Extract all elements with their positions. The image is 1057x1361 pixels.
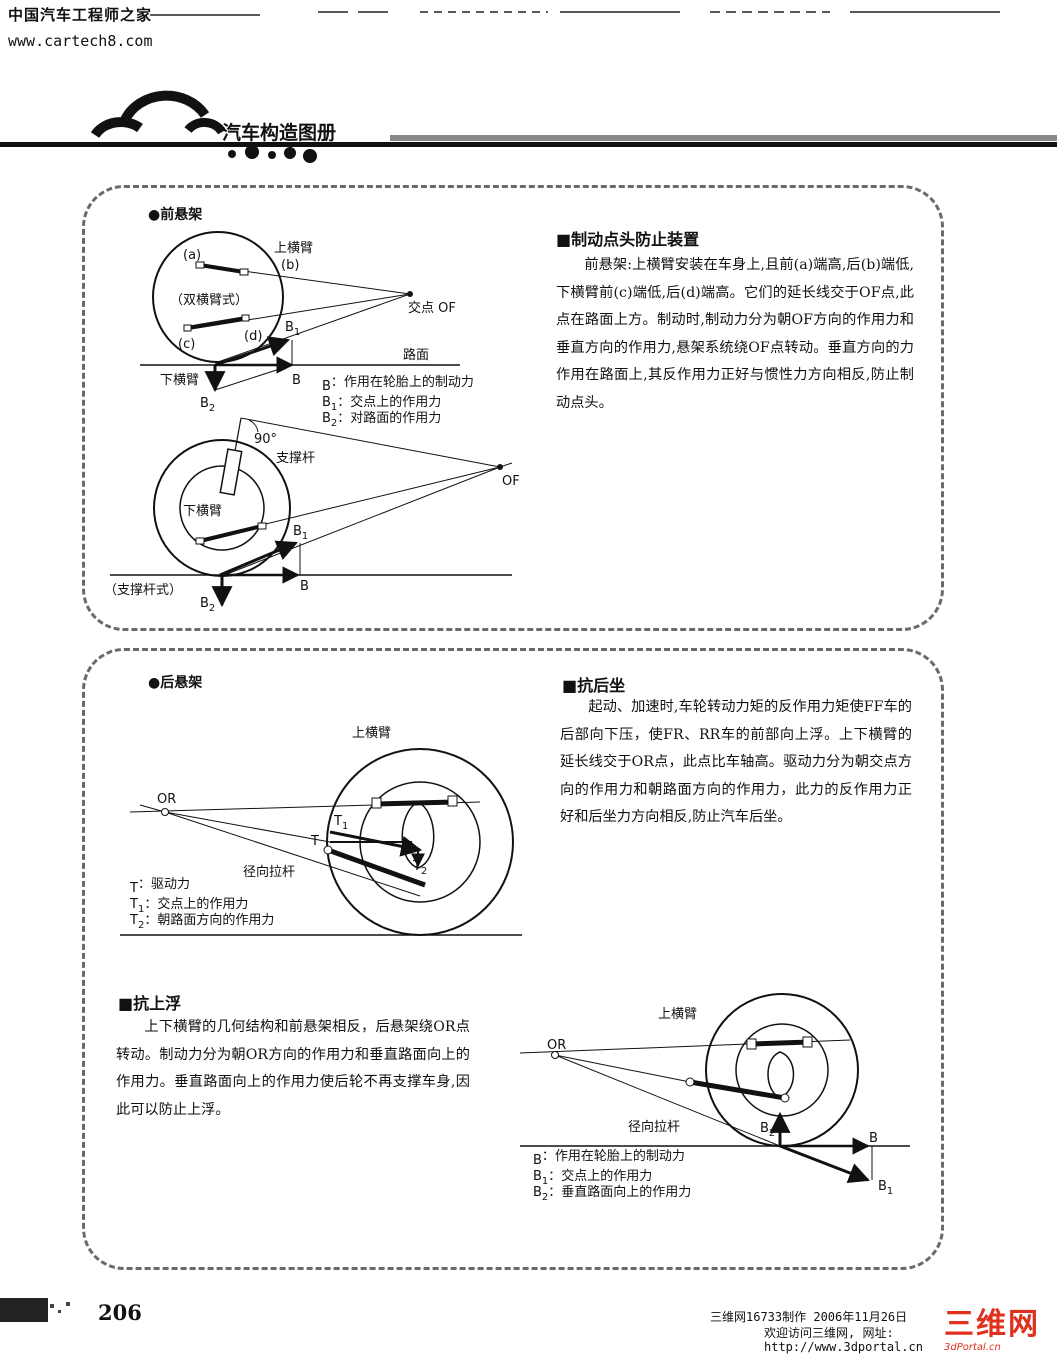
legend-row: B1：交点上的作用力 [322, 394, 441, 413]
of-point-label: 交点 OF [408, 300, 456, 316]
watermark-site-name: 中国汽车工程师之家 [8, 6, 153, 24]
watermark-url: www.cartech8.com [8, 32, 153, 50]
anti-lift-heading: ■抗上浮 [118, 994, 182, 1013]
page-number: 206 [98, 1300, 142, 1325]
radius-rod-label: 径向拉杆 [628, 1119, 680, 1135]
anti-squat-paragraph: 起动、加速时,车轮转动力矩的反作用力矩使FF车的后部向下压，使FR、RR车的前部… [560, 699, 912, 825]
legend-row: B1：交点上的作用力 [533, 1168, 652, 1187]
anti-squat-heading: ■抗后坐 [562, 676, 626, 695]
road-label: 路面 [403, 347, 429, 363]
rear-suspension-panel [82, 648, 944, 1270]
b1-label: B1 [293, 524, 308, 542]
point-c-label: (c) [178, 337, 195, 352]
header-decoration [0, 11, 1057, 163]
legend-row: T：驱动力 [129, 877, 190, 896]
upper-arm-label: 上横臂 [352, 726, 391, 741]
b1-label: B1 [878, 1179, 893, 1197]
legend-row: B：作用在轮胎上的制动力 [322, 374, 474, 394]
suspension-type-label: （双横臂式） [170, 293, 248, 308]
t1-label: T1 [333, 814, 348, 832]
legend-row: T1：交点上的作用力 [129, 896, 248, 915]
footer-visit-line: 欢迎访问三维网, 网址: [764, 1326, 894, 1340]
footer-url: http://www.3dportal.cn [764, 1340, 923, 1354]
rear-section-label: ●后悬架 [148, 675, 203, 691]
book-title: 汽车构造图册 [222, 122, 337, 144]
front-paragraph: 前悬架:上横臂安装在车身上,且前(a)端高,后(b)端低,下横臂前(c)端低,后… [556, 257, 914, 411]
upper-arm-label: 上横臂 [274, 241, 313, 256]
suspension-type-label: （支撑杆式） [104, 583, 182, 598]
t-label: T [310, 834, 319, 849]
or-point-label: OR [157, 792, 176, 807]
footer-decoration [0, 1298, 70, 1322]
site-logo: 三维网 3dPortal.cn [944, 1308, 1054, 1356]
point-a-label: (a) [183, 248, 201, 263]
legend-row: T2：朝路面方向的作用力 [129, 912, 274, 931]
legend-row: B2：对路面的作用力 [322, 410, 441, 429]
strut-label: 支撑杆 [276, 451, 315, 466]
upper-arm-label: 上横臂 [658, 1007, 697, 1022]
b-label: B [292, 373, 301, 388]
legend-row: B：作用在轮胎上的制动力 [533, 1148, 685, 1168]
anti-lift-paragraph: 上下横臂的几何结构和前悬架相反，后悬架绕OR点转动。制动力分为朝OR方向的作用力… [116, 1019, 470, 1118]
logo-subtext: 3dPortal.cn [944, 1342, 1001, 1353]
front-section-label: ●前悬架 [148, 207, 203, 223]
radius-rod-label: 径向拉杆 [243, 864, 295, 880]
of-point-label: OF [502, 474, 520, 489]
front-suspension-panel [82, 185, 944, 631]
point-d-label: (d) [244, 329, 262, 344]
b-label: B [300, 579, 309, 594]
t2-label: T2 [412, 859, 427, 877]
b2-label: B2 [200, 396, 215, 414]
point-b-label: (b) [281, 258, 299, 273]
logo-text: 三维网 [944, 1307, 1040, 1342]
b2-label: B2 [200, 596, 215, 614]
b1-label: B1 [285, 320, 300, 338]
or-point-label: OR [547, 1038, 566, 1053]
footer-maker-line: 三维网16733制作 2006年11月26日 [710, 1310, 908, 1324]
front-heading: ■制动点头防止装置 [556, 230, 700, 249]
lower-arm-label: 下横臂 [160, 373, 199, 388]
b2-label: B2 [760, 1121, 775, 1139]
legend-row: B2：垂直路面向上的作用力 [533, 1184, 691, 1203]
b-label: B [869, 1131, 878, 1146]
angle-label: 90° [254, 432, 277, 447]
lower-arm-label: 下横臂 [183, 504, 222, 519]
